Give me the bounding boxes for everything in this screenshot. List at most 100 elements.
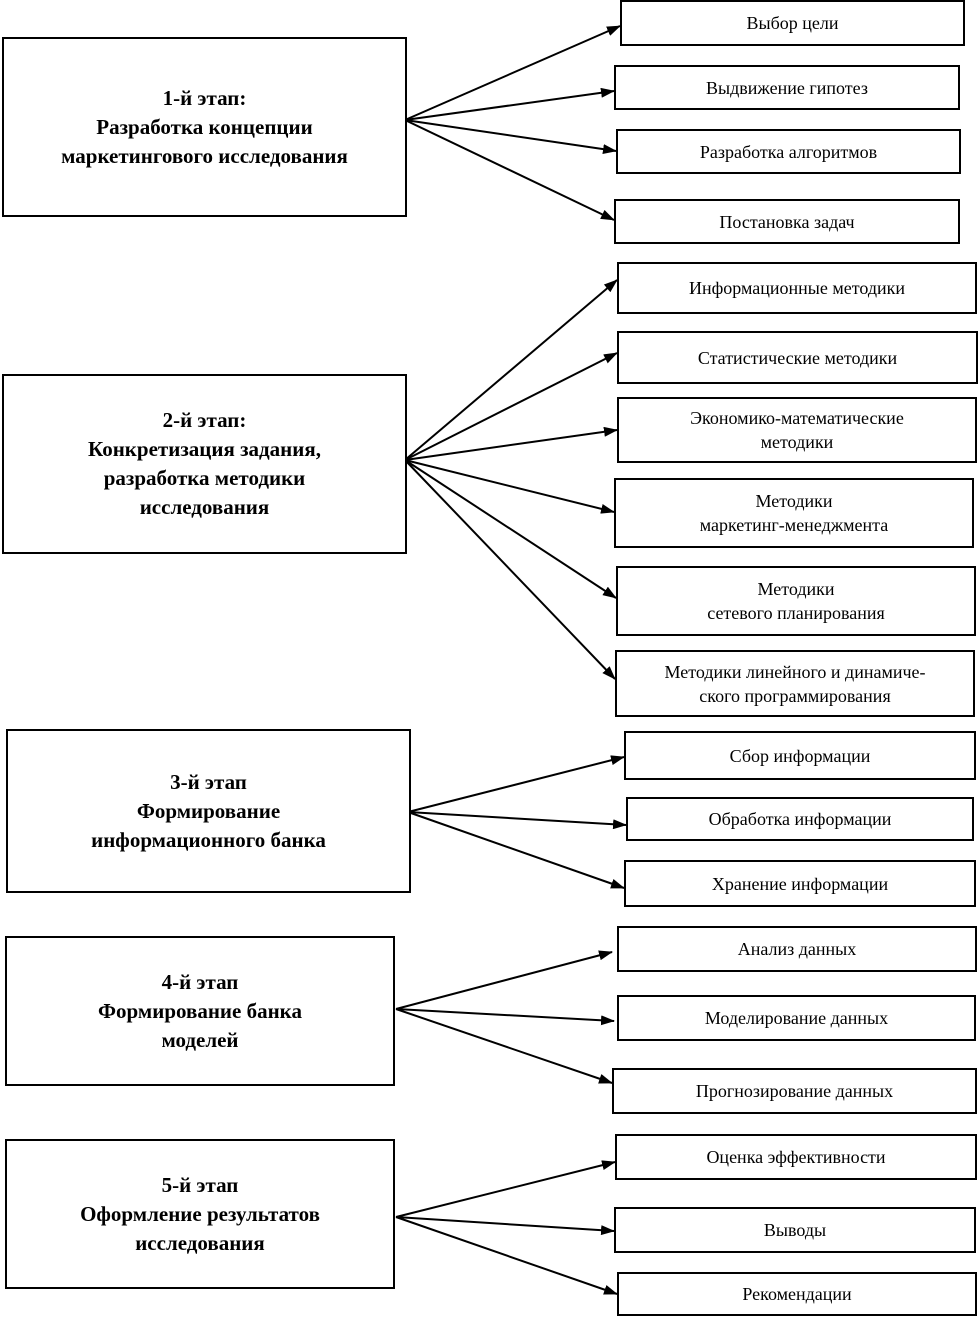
step-label: Моделирование данных xyxy=(705,1006,888,1030)
text-line: Выбор цели xyxy=(746,13,839,33)
text-line: Методики линейного и динамиче- xyxy=(664,661,926,682)
arrow-stage-3-to-step-2 xyxy=(407,811,627,830)
text-line: Хранение информации xyxy=(711,873,889,894)
stage-number-label: 5-й этап xyxy=(161,1172,239,1197)
step-label: Статистические методики xyxy=(698,346,897,370)
stage-2-step-5-box: Методики сетевого планирования xyxy=(616,566,976,636)
stage-2-box: 2-й этап:Конкретизация задания,разработк… xyxy=(2,374,407,554)
step-label: Методики сетевого планирования xyxy=(707,577,885,625)
step-label: Выбор цели xyxy=(747,11,839,35)
stage-number-label: 3-й этап xyxy=(170,769,247,794)
arrow-stage-2-to-step-3 xyxy=(404,426,618,461)
stage-1-step-3-box: Разработка алгоритмов xyxy=(616,129,961,174)
text-line: Формирование xyxy=(136,798,281,823)
text-line: сетевого планирования xyxy=(707,603,885,623)
arrow-stage-3-to-step-3 xyxy=(407,811,625,889)
text-line: Выдвижение гипотез xyxy=(706,77,868,98)
step-label: Анализ данных xyxy=(738,937,857,961)
text-line: Постановка задач xyxy=(719,211,855,232)
stage-5-step-2-box: Выводы xyxy=(614,1207,976,1253)
arrow-stage-1-to-step-2 xyxy=(404,87,615,121)
arrow-stage-2-to-step-2 xyxy=(404,352,618,461)
stage-title: 1-й этап: Разработка концепции маркетингов… xyxy=(61,84,348,171)
text-line: Моделирование данных xyxy=(704,1008,889,1028)
stage-1-step-4-box: Постановка задач xyxy=(614,199,960,244)
stage-number-label: 4-й этап xyxy=(161,969,239,994)
text-line: Конкретизация задания, xyxy=(88,437,321,461)
step-label: Сбор информации xyxy=(730,744,871,768)
stage-1-step-2-box: Выдвижение гипотез xyxy=(614,65,960,110)
stage-2-step-6-box: Методики линейного и динамиче-ского прог… xyxy=(615,650,975,717)
stage-title: 2-й этап:Конкретизация задания,разработк… xyxy=(88,406,321,522)
arrow-stage-1-to-step-1 xyxy=(404,25,621,121)
step-label: Методики линейного и динамиче-ского прог… xyxy=(664,660,925,708)
connector-arrows xyxy=(395,25,627,1295)
text-line: Оформление результатов xyxy=(80,1201,320,1226)
text-line: Анализ данных xyxy=(737,939,857,959)
step-label: Разработка алгоритмов xyxy=(700,140,877,164)
text-line: Формирование банка xyxy=(98,998,302,1023)
text-line: Обработка информации xyxy=(708,809,892,829)
text-line: исследования xyxy=(135,1230,265,1255)
stage-1-box: 1-й этап: Разработка концепции маркетингов… xyxy=(2,37,407,217)
arrow-stage-1-to-step-4 xyxy=(404,119,615,221)
text-line: методики xyxy=(760,432,834,452)
step-label: Экономико-математические методики xyxy=(690,406,904,454)
arrow-stage-5-to-step-1 xyxy=(395,1160,616,1218)
step-label: Постановка задач xyxy=(719,210,854,234)
stage-2-step-2-box: Статистические методики xyxy=(617,331,978,384)
arrow-stage-5-to-step-3 xyxy=(395,1216,618,1295)
text-line: маркетингового исследования xyxy=(61,143,348,168)
arrow-stage-4-to-step-2 xyxy=(395,1008,615,1026)
stage-number-label: 2-й этап: xyxy=(162,408,247,432)
stage-2-step-3-box: Экономико-математические методики xyxy=(617,397,977,463)
text-line: Экономико-математические xyxy=(690,408,904,428)
text-line: Методики xyxy=(757,579,835,599)
arrow-stage-4-to-step-1 xyxy=(395,950,613,1010)
step-label: Выдвижение гипотез xyxy=(706,76,868,100)
arrow-stage-2-to-step-6 xyxy=(404,459,616,680)
stage-5-step-3-box: Рекомендации xyxy=(617,1272,977,1316)
text-line: исследования xyxy=(139,495,270,519)
text-line: Методики xyxy=(755,491,833,511)
stage-number-label: 1-й этап: xyxy=(162,85,247,110)
step-label: Хранение информации xyxy=(712,872,888,896)
step-label: Прогнозирование данных xyxy=(696,1079,893,1103)
text-line: Выводы xyxy=(763,1220,827,1240)
stage-2-step-1-box: Информационные методики xyxy=(617,262,977,314)
text-line: Информационные методики xyxy=(688,278,906,298)
arrow-stage-1-to-step-3 xyxy=(404,119,617,155)
step-label: Оценка эффективности xyxy=(706,1145,885,1169)
stage-3-step-1-box: Сбор информации xyxy=(624,731,976,780)
text-line: моделей xyxy=(161,1027,239,1052)
text-line: Оценка эффективности xyxy=(706,1147,886,1167)
step-label: Выводы xyxy=(764,1218,826,1242)
stage-4-step-1-box: Анализ данных xyxy=(617,926,977,972)
stage-5-step-1-box: Оценка эффективности xyxy=(615,1134,977,1180)
text-line: Разработка концепции xyxy=(96,114,313,139)
stage-4-step-2-box: Моделирование данных xyxy=(617,995,976,1041)
arrow-stage-3-to-step-1 xyxy=(407,755,625,813)
text-line: Сбор информации xyxy=(729,745,871,766)
stage-3-step-2-box: Обработка информации xyxy=(626,797,974,841)
stage-1-step-1-box: Выбор цели xyxy=(620,0,965,46)
arrow-stage-2-to-step-1 xyxy=(404,279,618,461)
text-line: Статистические методики xyxy=(697,347,898,368)
text-line: ского программирования xyxy=(699,685,891,706)
text-line: информационного банка xyxy=(91,827,326,852)
arrow-stage-5-to-step-2 xyxy=(395,1216,615,1236)
step-label: Рекомендации xyxy=(742,1282,851,1306)
stage-3-step-3-box: Хранение информации xyxy=(624,860,976,907)
arrow-stage-2-to-step-4 xyxy=(404,459,615,514)
arrow-stage-4-to-step-3 xyxy=(395,1008,613,1084)
text-line: Прогнозирование данных xyxy=(695,1081,894,1101)
step-label: Информационные методики xyxy=(689,276,905,300)
step-label: Обработка информации xyxy=(709,807,892,831)
